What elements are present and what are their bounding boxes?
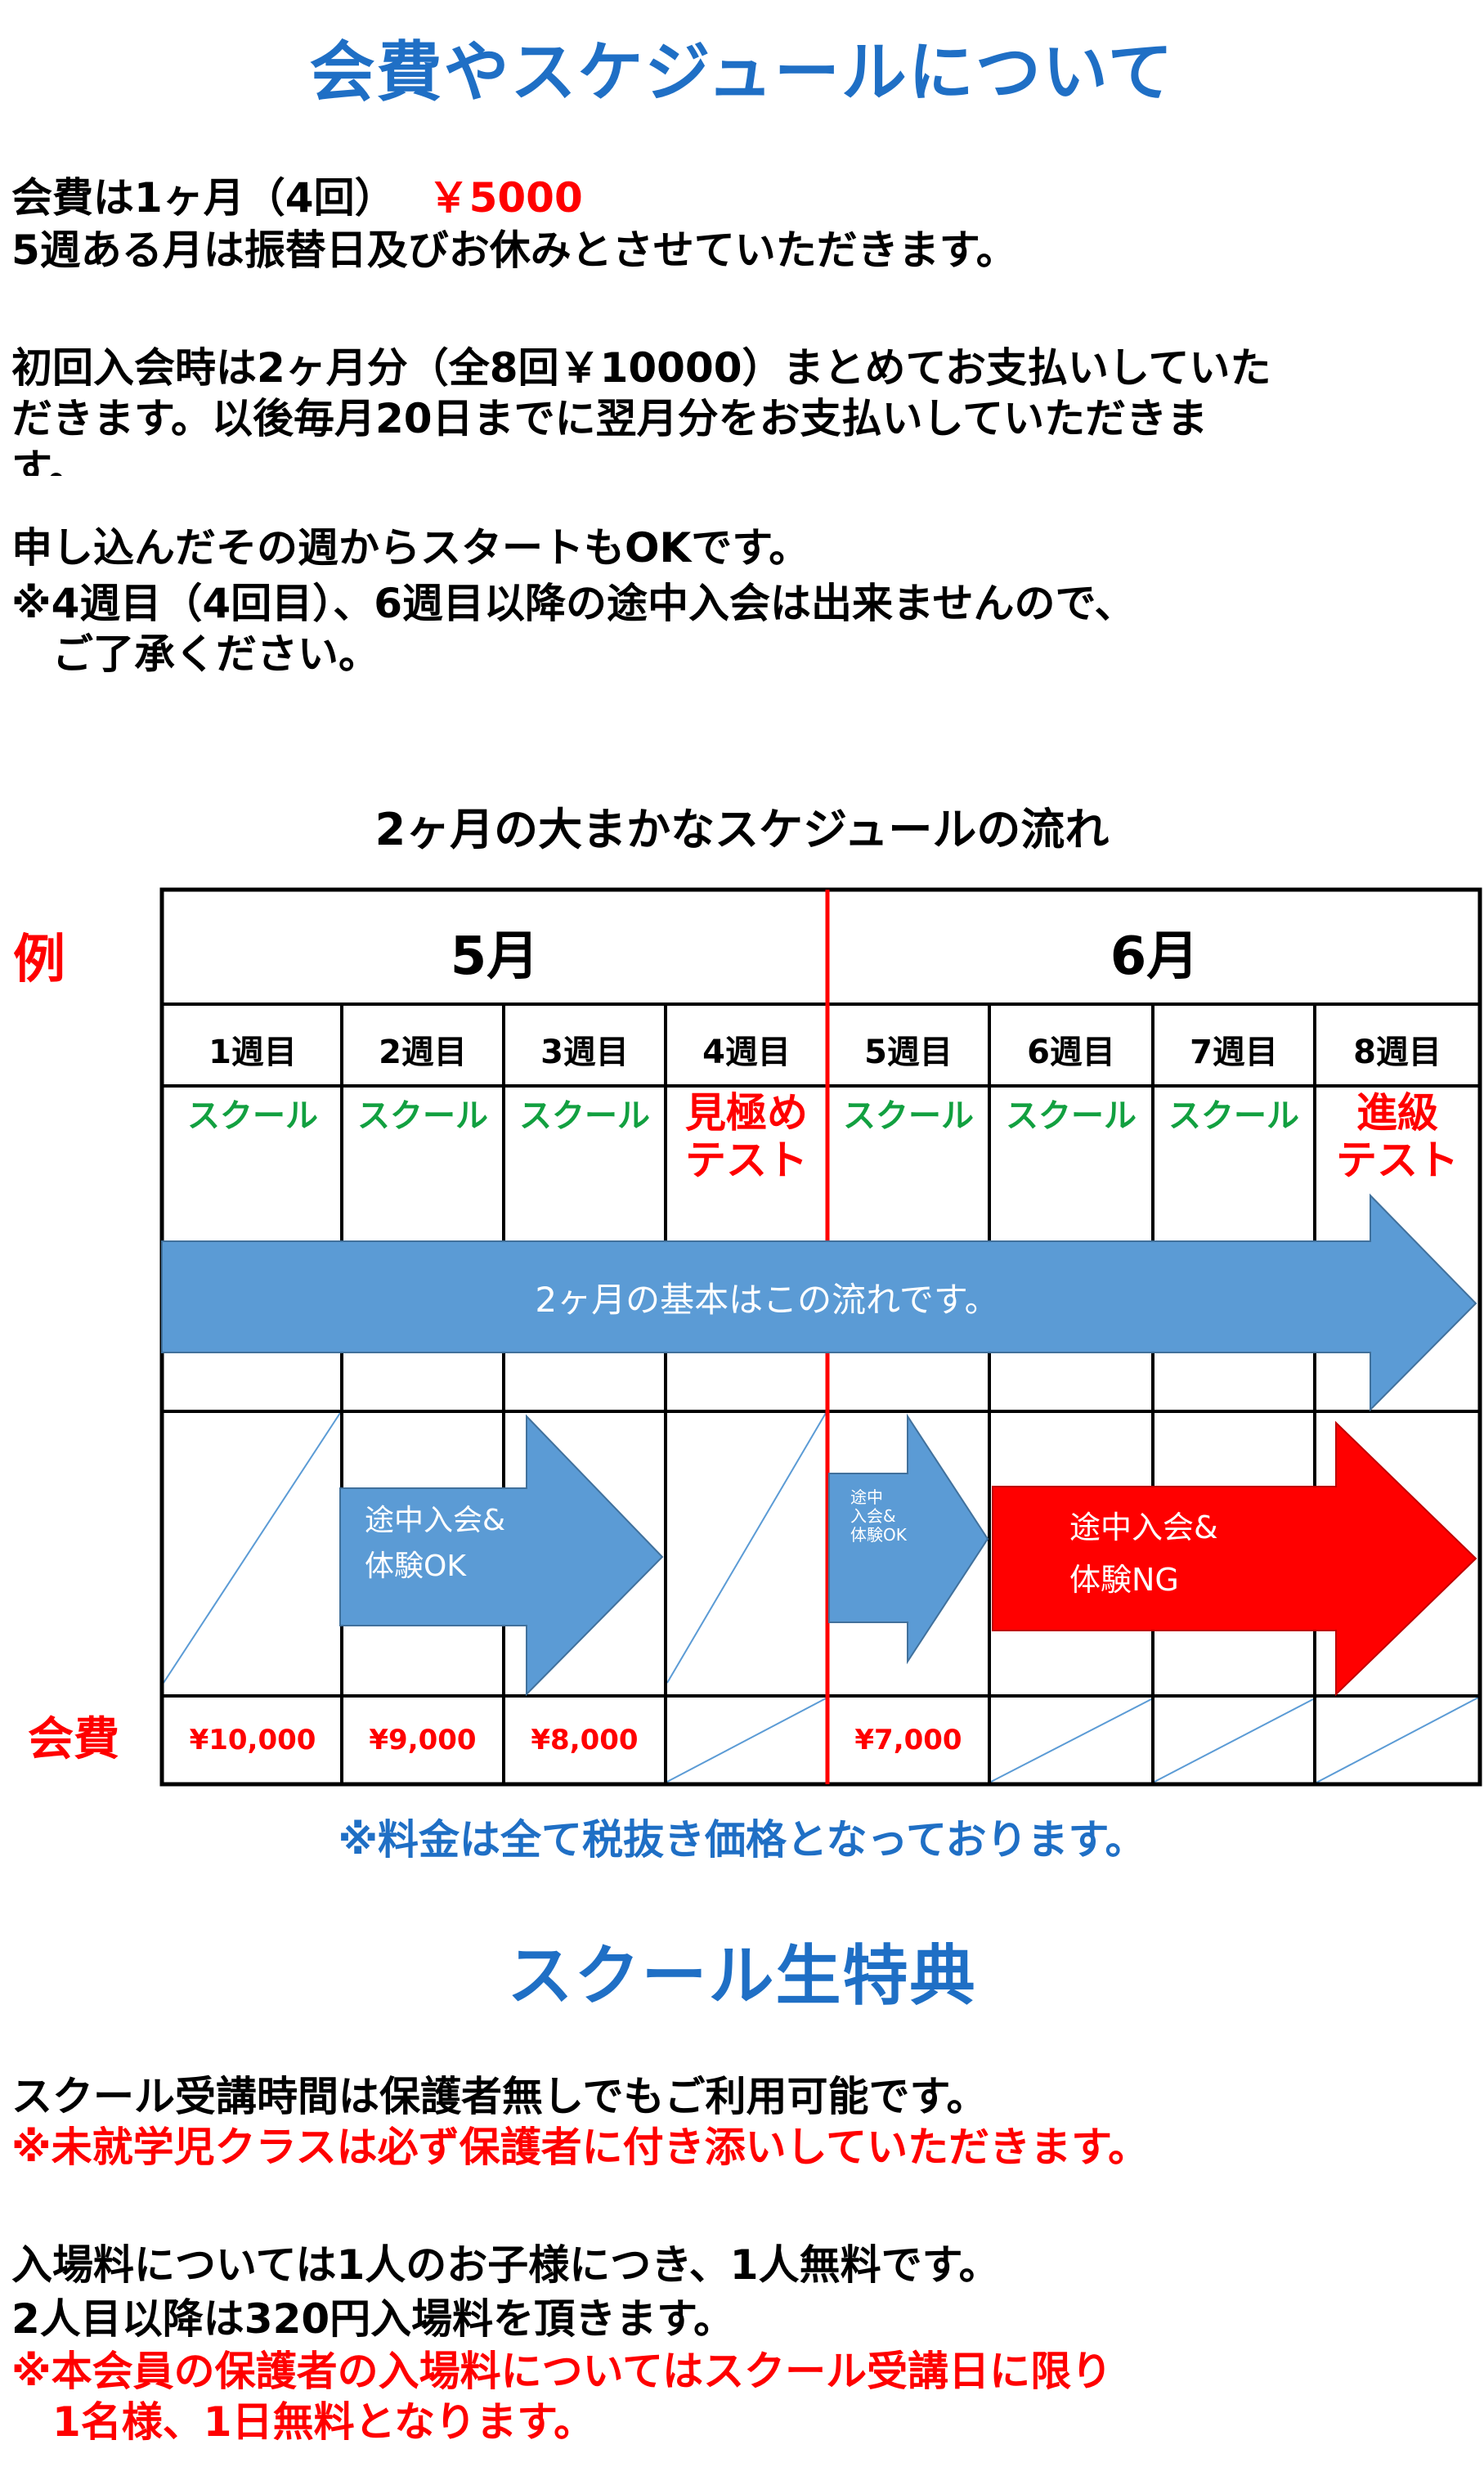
week-6: 6週目 bbox=[1027, 1034, 1115, 1071]
fee-diagonal-week8 bbox=[1316, 1697, 1479, 1783]
fee-line-1: 会費は1ヶ月（4回） ￥5000 bbox=[11, 173, 583, 222]
join-ok-small-line3: 体験OK bbox=[850, 1525, 907, 1545]
empty-cell-diagonals bbox=[163, 1412, 1479, 1783]
week-3: 3週目 bbox=[540, 1034, 629, 1071]
fee-label: 会費 bbox=[28, 1713, 119, 1766]
activity-week-1: スクール bbox=[187, 1097, 318, 1135]
fee-line-3: 初回入会時は2ヶ月分（全8回￥10000）まとめてお支払いしていた bbox=[11, 344, 1271, 392]
fee-line-1-prefix: 会費は1ヶ月（4回） bbox=[11, 174, 396, 222]
week-2: 2週目 bbox=[379, 1034, 467, 1071]
join-ng-label: 途中入会& 体験NG bbox=[1069, 1501, 1218, 1606]
fee-line-5-clip: す。 bbox=[0, 445, 1484, 476]
fee-diagonal-week4 bbox=[665, 1697, 828, 1783]
fee-line-8: ご了承ください。 bbox=[11, 630, 379, 678]
benefit-line-3: 入場料については1人のお子様につき、1人無料です。 bbox=[11, 2241, 1000, 2289]
fee-week-2: ¥9,000 bbox=[369, 1724, 477, 1756]
join-ok-small-arrow bbox=[828, 1413, 989, 1665]
activity-week-6: スクール bbox=[1006, 1097, 1137, 1135]
week-7: 7週目 bbox=[1190, 1034, 1278, 1071]
activity-week-7: スクール bbox=[1168, 1097, 1299, 1135]
fee-diagonal-week7 bbox=[1152, 1697, 1317, 1783]
benefit-line-6: 1名様、1日無料となります。 bbox=[11, 2398, 595, 2446]
join-ng-arrow bbox=[992, 1420, 1477, 1697]
activity-week-2: スクール bbox=[357, 1097, 488, 1135]
activity-week-4: 見極め テスト bbox=[685, 1089, 808, 1184]
week-4: 4週目 bbox=[702, 1034, 791, 1071]
tax-note: ※料金は全て税抜き価格となっております。 bbox=[338, 1816, 1146, 1864]
month-may: 5月 bbox=[450, 926, 540, 987]
activity-week-3: スクール bbox=[519, 1097, 650, 1135]
diagonal-week1 bbox=[163, 1412, 341, 1684]
benefits-title: スクール生特典 bbox=[507, 1938, 977, 2014]
flow-arrow bbox=[161, 1193, 1477, 1412]
join-ok-label: 途中入会& 体験OK bbox=[365, 1498, 505, 1590]
join-ok-small-line2: 入会& bbox=[850, 1506, 896, 1526]
activity-week-5: スクール bbox=[843, 1097, 974, 1135]
week-5: 5週目 bbox=[864, 1034, 953, 1071]
join-ok-label-line1: 途中入会& bbox=[365, 1504, 506, 1537]
fee-week-5: ¥7,000 bbox=[854, 1724, 962, 1756]
fee-line-4: だきます。以後毎月20日までに翌月分をお支払いしていただきま bbox=[11, 395, 1208, 442]
join-ng-label-line1: 途中入会& bbox=[1069, 1509, 1218, 1545]
fee-line-7: ※4週目（4回目）、6週目以降の途中入会は出来ませんので、 bbox=[11, 580, 1136, 627]
fee-week-3: ¥8,000 bbox=[531, 1724, 639, 1756]
benefit-line-1: スクール受講時間は保護者無しでもご利用可能です。 bbox=[11, 2073, 988, 2120]
join-ok-arrow bbox=[339, 1414, 664, 1697]
fee-line-6: 申し込んだその週からスタートもOKです。 bbox=[11, 524, 810, 572]
schedule-title: 2ヶ月の大まかなスケジュールの流れ bbox=[374, 804, 1110, 855]
flow-arrow-label: 2ヶ月の基本はこの流れです。 bbox=[535, 1280, 999, 1320]
fee-week-1: ¥10,000 bbox=[189, 1724, 316, 1756]
monthly-price: ￥5000 bbox=[428, 174, 583, 222]
activity-week-8: 進級 テスト bbox=[1336, 1089, 1459, 1184]
fee-line-2: 5週ある月は振替日及びお休みとさせていただきます。 bbox=[11, 227, 1017, 274]
join-ok-small-label: 途中 入会& 体験OK bbox=[850, 1488, 907, 1545]
benefit-line-2: ※未就学児クラスは必ず保護者に付き添いしていただきます。 bbox=[11, 2124, 1150, 2171]
benefit-line-5: ※本会員の保護者の入場料についてはスクール受講日に限り bbox=[11, 2348, 1113, 2395]
join-ng-label-line2: 体験NG bbox=[1069, 1562, 1179, 1598]
example-label: 例 bbox=[13, 930, 65, 990]
week-8: 8週目 bbox=[1353, 1034, 1441, 1071]
month-june: 6月 bbox=[1110, 926, 1199, 987]
join-ok-small-line1: 途中 bbox=[850, 1487, 883, 1507]
benefit-line-4: 2人目以降は320円入場料を頂きます。 bbox=[11, 2295, 735, 2343]
diagonal-week4 bbox=[666, 1412, 827, 1684]
week-1: 1週目 bbox=[208, 1034, 297, 1071]
schedule-table bbox=[159, 887, 1482, 1787]
fee-line-5: す。 bbox=[11, 446, 89, 476]
fees-title: 会費やスケジュールについて bbox=[309, 34, 1175, 110]
fee-diagonal-week6 bbox=[989, 1697, 1155, 1783]
join-ok-label-line2: 体験OK bbox=[365, 1550, 466, 1583]
